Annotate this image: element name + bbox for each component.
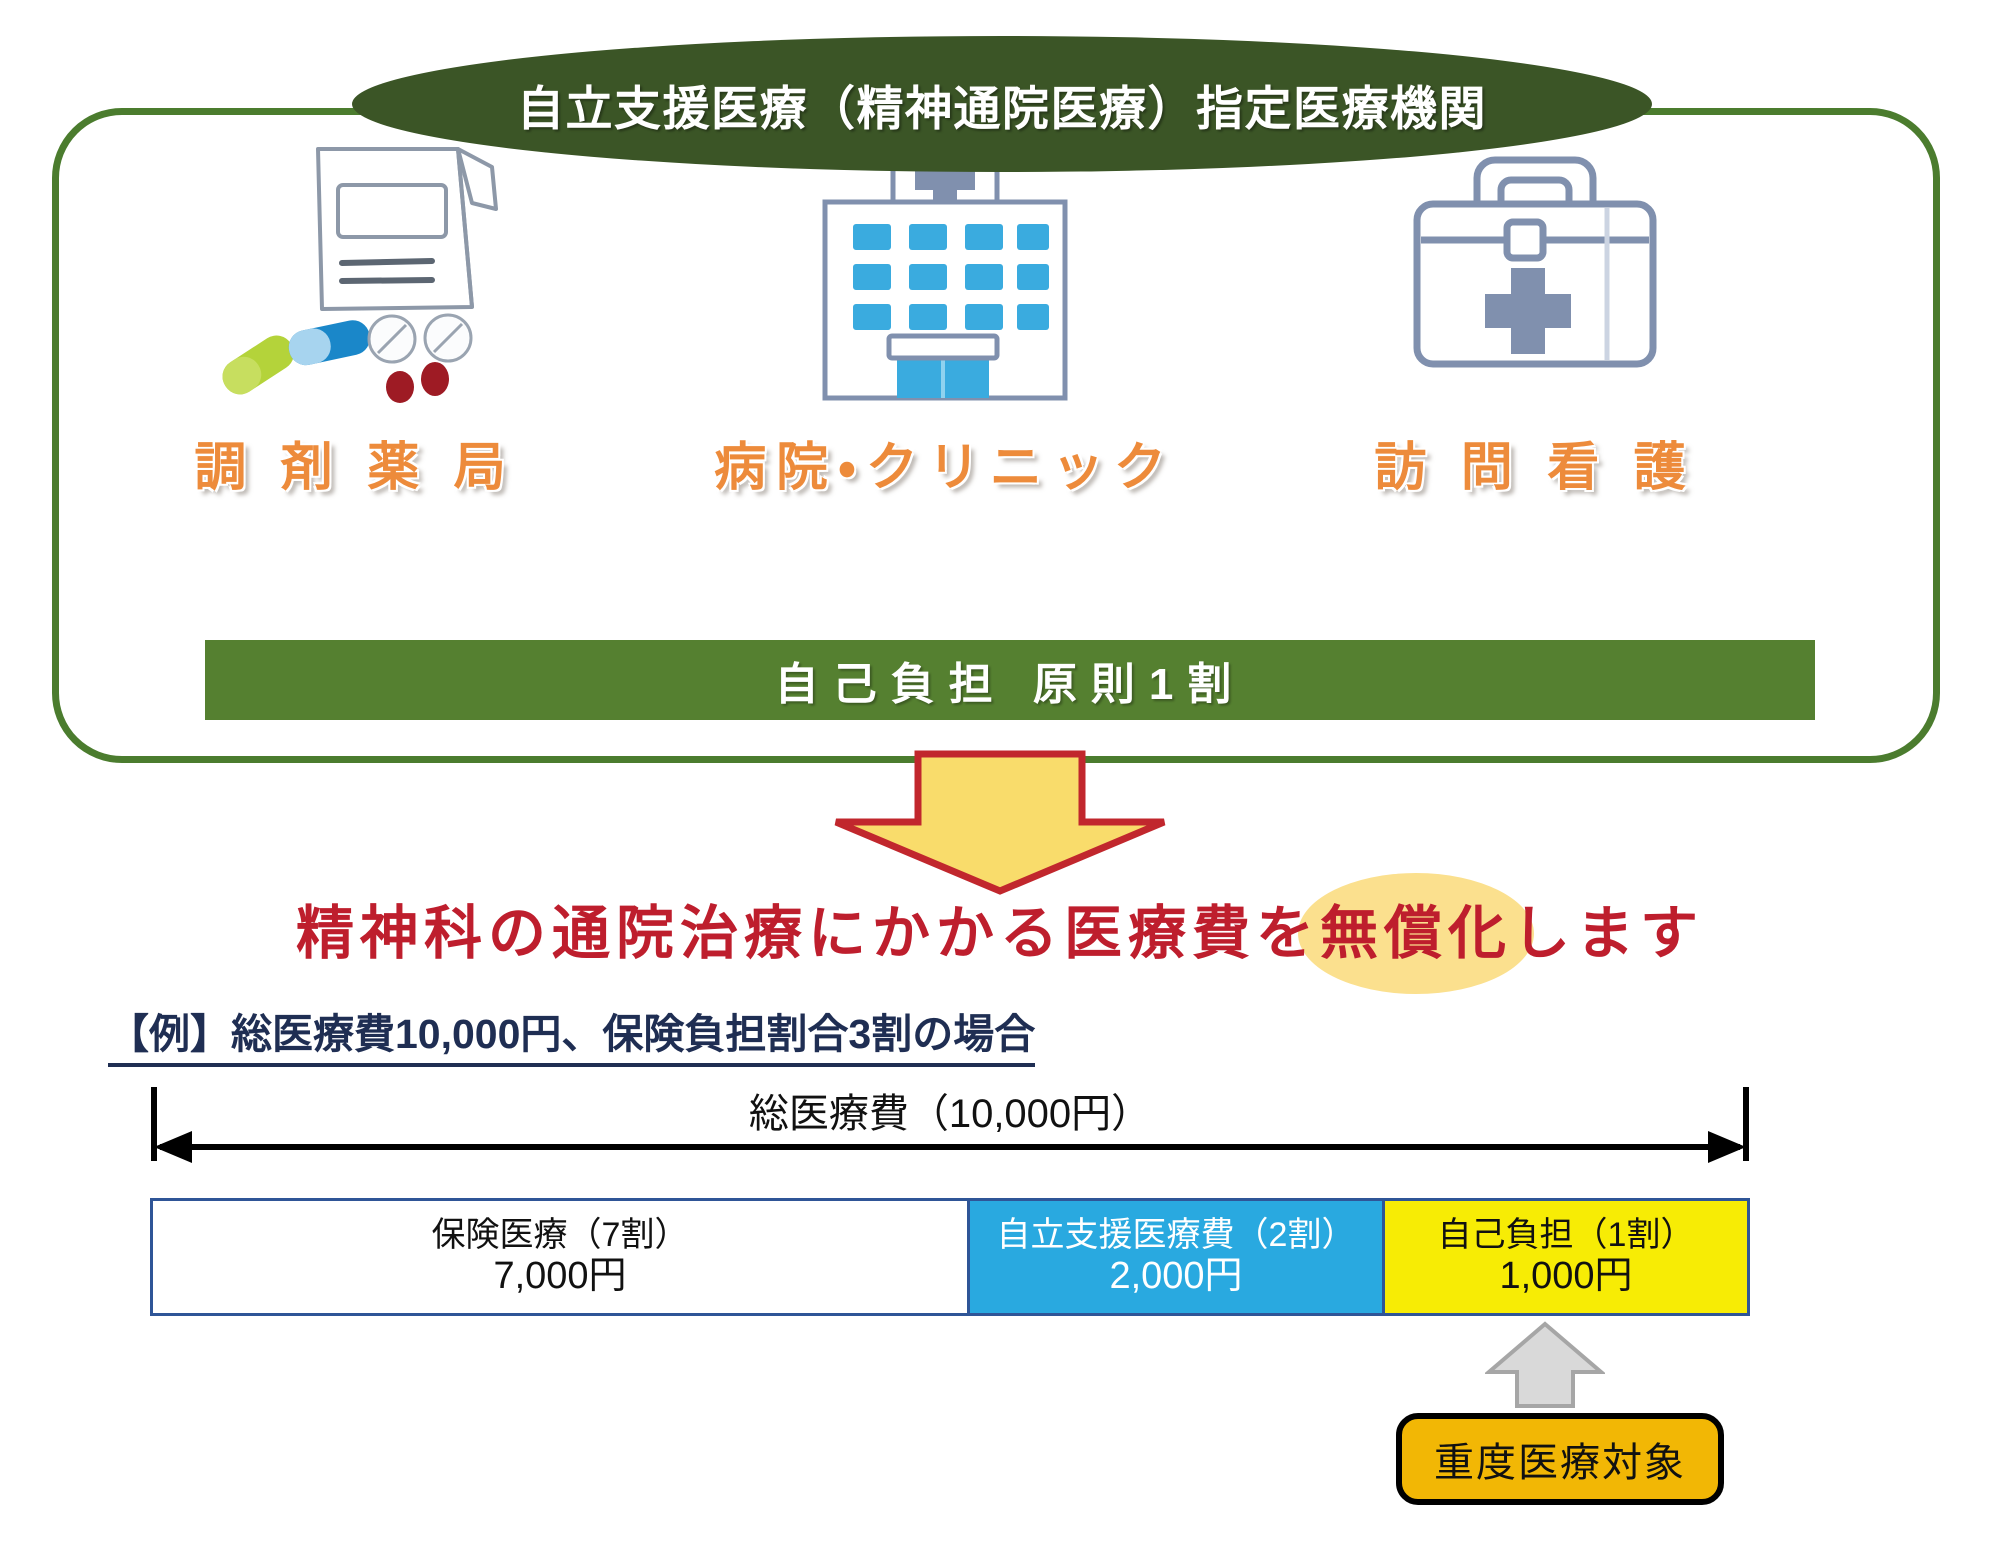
facility-label-hospital: 病院・クリニック [714, 439, 1176, 497]
facility-item-hospital: 病院・クリニック [705, 119, 1185, 500]
medicine-bag-icon [210, 119, 500, 419]
headline-block: 精神科の通院治療にかかる医療費を無償化します [0, 872, 2000, 994]
cost-segment-support: 自立支援医療費（2割） 2,000円 [970, 1198, 1385, 1316]
example-caption: 【例】総医療費10,000円、保険負担割合3割の場合 [108, 1000, 1036, 1067]
cost-segment-insurance-value: 7,000円 [493, 1254, 627, 1297]
cost-segment-support-value: 2,000円 [1109, 1254, 1243, 1297]
total-cost-label: 総医療費（10,000円） [748, 1092, 1152, 1136]
cost-segment-self-pay-name: 自己負担（1割） [1437, 1215, 1695, 1254]
facility-item-pharmacy: 調 剤 薬 局 [115, 119, 595, 500]
cost-segment-self-pay-value: 1,000円 [1499, 1254, 1633, 1297]
total-cost-measure: 総医療費（10,000円） [150, 1085, 1750, 1165]
first-aid-kit-icon [1395, 119, 1675, 419]
headline-text: 精神科の通院治療にかかる医療費を無償化します [295, 900, 1705, 966]
cost-segment-insurance: 保険医療（7割） 7,000円 [150, 1198, 970, 1316]
down-arrow-icon [830, 750, 1170, 895]
status-badge: 重度医療対象 [1396, 1413, 1724, 1505]
highlight-ellipse [1297, 872, 1534, 994]
page-title: 自立支援医療（精神通院医療）指定医療機関 [517, 81, 1487, 135]
cost-breakdown-bar: 保険医療（7割） 7,000円 自立支援医療費（2割） 2,000円 自己負担（… [150, 1198, 1750, 1316]
cost-segment-insurance-name: 保険医療（7割） [431, 1215, 689, 1254]
status-badge-label: 重度医療対象 [1434, 1441, 1686, 1485]
facility-label-pharmacy: 調 剤 薬 局 [194, 439, 516, 497]
cost-segment-support-name: 自立支援医療費（2割） [996, 1215, 1356, 1254]
up-arrow-icon [1483, 1320, 1607, 1410]
copay-bar: 自己負担 原則1割 [205, 640, 1815, 720]
facility-item-visiting-nurse: 訪 問 看 護 [1295, 119, 1775, 500]
facility-label-visiting-nurse: 訪 問 看 護 [1374, 439, 1696, 497]
copay-bar-label: 自己負担 原則1割 [774, 660, 1246, 709]
title-ellipse: 自立支援医療（精神通院医療）指定医療機関 [352, 36, 1652, 172]
cost-segment-self-pay: 自己負担（1割） 1,000円 [1385, 1198, 1750, 1316]
